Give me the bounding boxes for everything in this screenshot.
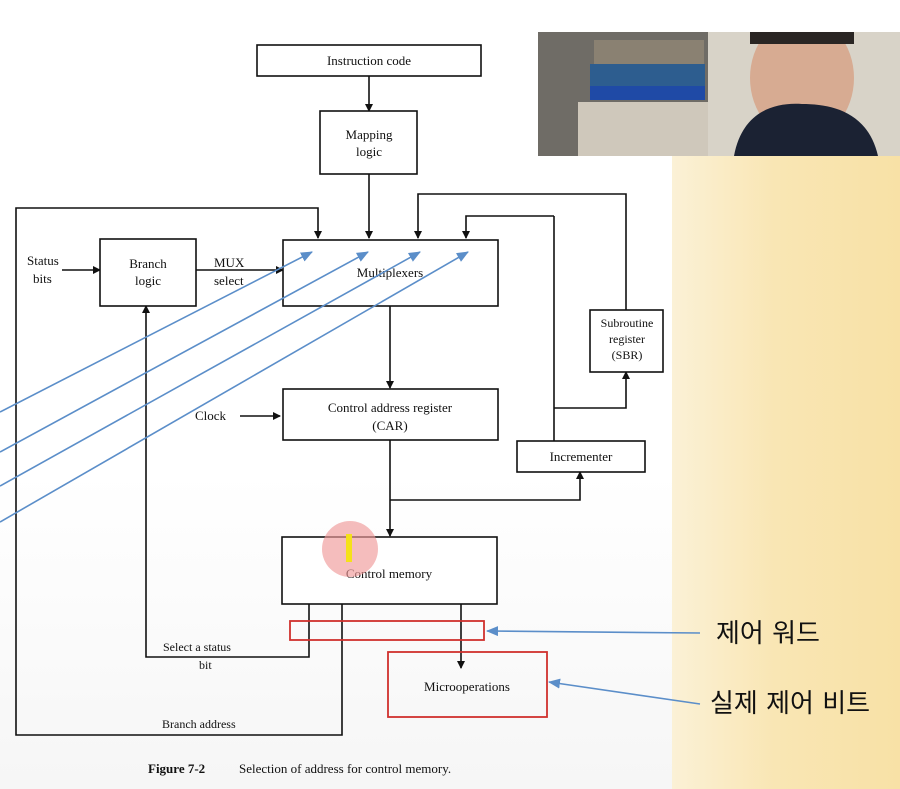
incrementer-label: Incrementer xyxy=(550,449,613,464)
instruction-code-box xyxy=(256,44,482,77)
status-bits-label-1: Status xyxy=(27,253,59,268)
sbr-label-1: Subroutine xyxy=(601,316,654,330)
clock-label: Clock xyxy=(195,408,227,423)
car-label-2: (CAR) xyxy=(372,418,407,433)
instruction-code-label: Instruction code xyxy=(327,53,411,68)
microoperations-label: Microoperations xyxy=(424,679,510,694)
car-box xyxy=(282,388,499,441)
branch-logic-label-1: Branch xyxy=(129,256,167,271)
figure-number: Figure 7-2 xyxy=(148,761,205,776)
microoperations-box xyxy=(387,651,548,718)
sbr-label-3: (SBR) xyxy=(612,348,643,362)
branch-logic-box xyxy=(99,238,197,307)
select-status-bit-label-2: bit xyxy=(199,658,212,672)
branch-address-label: Branch address xyxy=(162,717,236,731)
mapping-logic-label-2: logic xyxy=(356,144,382,159)
subroutine-register-box xyxy=(589,309,664,373)
control-memory-box xyxy=(281,536,498,605)
mux-select-label-1: MUX xyxy=(214,255,245,270)
select-status-bit-label-1: Select a status xyxy=(163,640,231,654)
figure-caption: Selection of address for control memory. xyxy=(239,761,451,776)
annotation-panel xyxy=(672,150,900,789)
webcam-overlay xyxy=(538,32,900,156)
branch-logic-label-2: logic xyxy=(135,273,161,288)
multiplexers-label: Multiplexers xyxy=(357,265,423,280)
control-word-annotation: 제어 워드 xyxy=(716,619,820,649)
actual-control-bits-annotation: 실제 제어 비트 xyxy=(710,689,870,719)
multiplexers-box xyxy=(282,239,499,307)
top-strip xyxy=(0,0,900,34)
incrementer-box xyxy=(516,440,646,473)
car-label-1: Control address register xyxy=(328,400,453,415)
mapping-logic-label-1: Mapping xyxy=(346,127,393,142)
control-word-highlight xyxy=(289,620,485,641)
cursor-marker xyxy=(346,534,352,562)
mux-select-label-2: select xyxy=(214,273,244,288)
mapping-logic-box xyxy=(319,110,418,175)
sbr-label-2: register xyxy=(609,332,645,346)
status-bits-label-2: bits xyxy=(33,271,52,286)
